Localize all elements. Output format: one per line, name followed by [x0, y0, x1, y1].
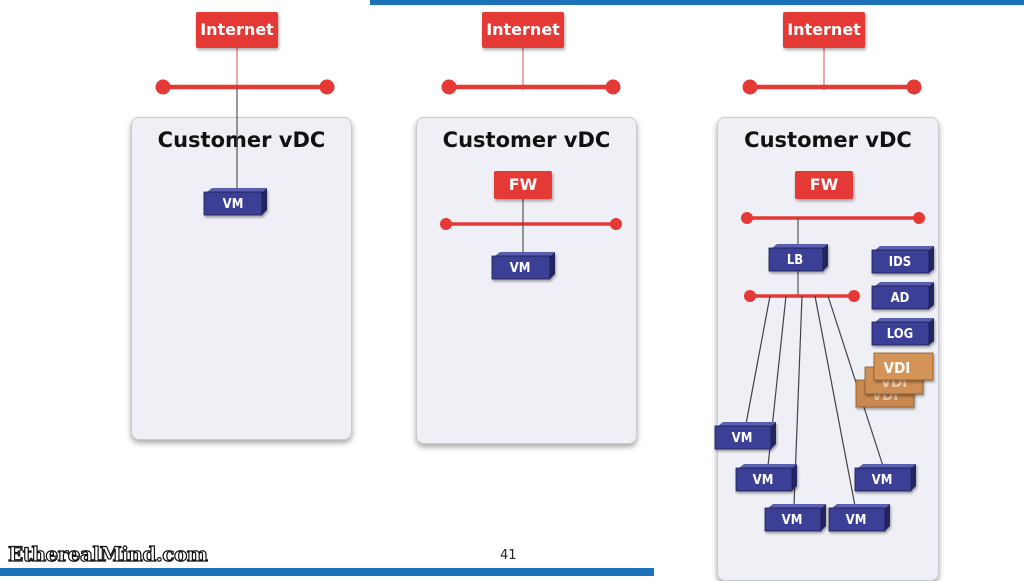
panel-3-vm-5: VM [828, 504, 890, 532]
panel-2-network [440, 48, 622, 256]
lb-box: LB [768, 244, 828, 272]
svg-text:VM: VM [732, 431, 753, 446]
svg-text:VM: VM [782, 513, 803, 528]
top-accent-bar [370, 0, 1024, 5]
service-ad: AD [871, 282, 934, 310]
panel-1-internet-box: Internet [196, 12, 278, 48]
panel-2-vm: VM [491, 252, 555, 280]
svg-text:VM: VM [753, 473, 774, 488]
service-log-label: LOG [887, 327, 914, 342]
svg-text:VM: VM [846, 513, 867, 528]
service-log: LOG [871, 318, 934, 346]
panel-3-internet-box: Internet [783, 12, 865, 48]
bottom-accent-bar [0, 568, 654, 576]
panel-1-vm-label: VM [223, 197, 244, 212]
panel-3-title: Customer vDC [744, 128, 912, 152]
page-number: 41 [500, 548, 517, 563]
panel-1-network [155, 48, 335, 190]
panel-2-vm-label: VM [510, 261, 531, 276]
panel-3-vm-2: VM [735, 464, 797, 492]
vdi-label: VDI [884, 359, 911, 377]
panel-2-fw-box: FW [494, 171, 552, 199]
svg-text:VM: VM [872, 473, 893, 488]
panel-1-title: Customer vDC [157, 128, 326, 152]
panel-3-vm-4: VM [764, 504, 826, 532]
panel-1: Customer vDC [131, 117, 352, 440]
service-ids: IDS [871, 246, 934, 274]
panel-3-fw-box: FW [795, 171, 853, 199]
service-ids-label: IDS [889, 255, 911, 270]
panel-2-internet-box: Internet [482, 12, 564, 48]
panel-1-vm: VM [203, 188, 267, 216]
panel-3-vm-1: VM [714, 422, 776, 450]
service-ad-label: AD [891, 291, 910, 306]
lb-label: LB [787, 253, 803, 268]
vdi-stack: VDI VDI VDI [855, 352, 934, 408]
logo: EtherealMind.com [7, 541, 208, 566]
panel-2-title: Customer vDC [442, 128, 611, 152]
panel-3-network [741, 48, 925, 507]
panel-3-vm-3: VM [854, 464, 916, 492]
